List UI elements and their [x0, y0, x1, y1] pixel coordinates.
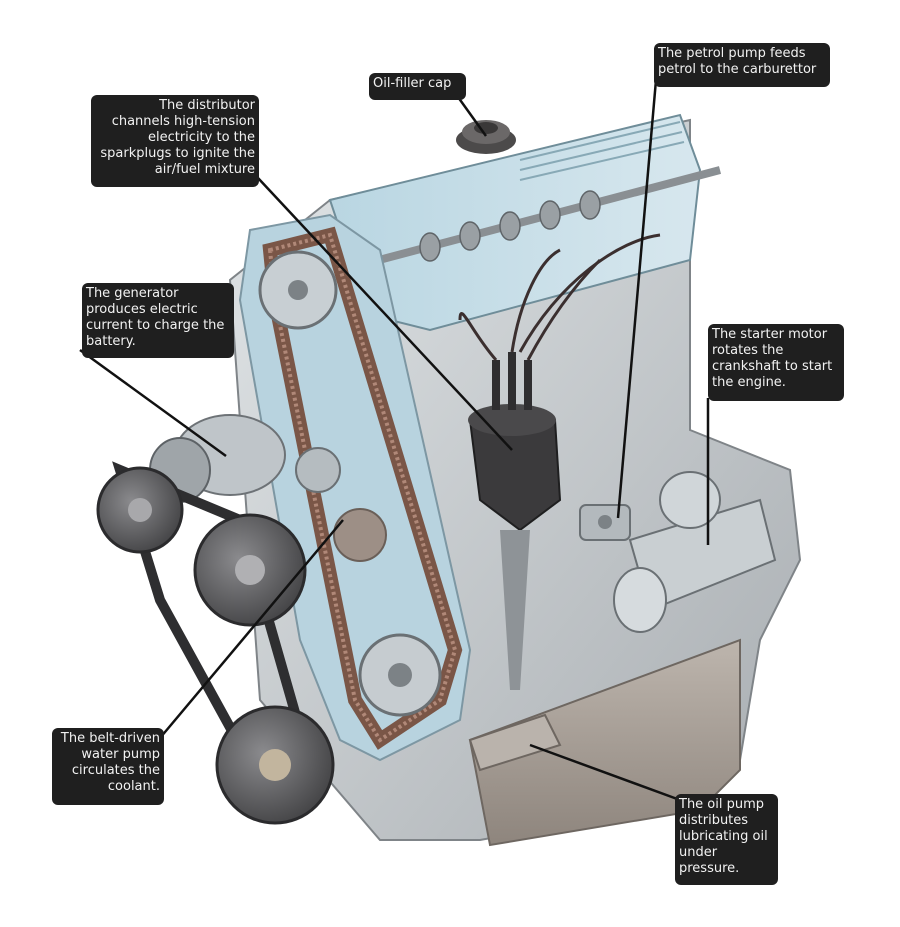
- petrol-pump-shape: [580, 505, 630, 540]
- oil-filler-cap-label: Oil-filler cap: [369, 73, 466, 100]
- oil-filler-cap-shape: [456, 120, 516, 154]
- leader-generator: [80, 350, 226, 456]
- starter-motor-label: The starter motor rotates the crankshaft…: [708, 324, 844, 401]
- generator-label: The generator produces electric current …: [82, 283, 234, 358]
- oil-pump-label: The oil pump distributes lubricating oil…: [675, 794, 778, 885]
- water-pump-label: The belt-driven water pump circulates th…: [52, 728, 164, 805]
- distributor-label: The distributor channels high-tension el…: [91, 95, 259, 187]
- petrol-pump-label: The petrol pump feeds petrol to the carb…: [654, 43, 830, 87]
